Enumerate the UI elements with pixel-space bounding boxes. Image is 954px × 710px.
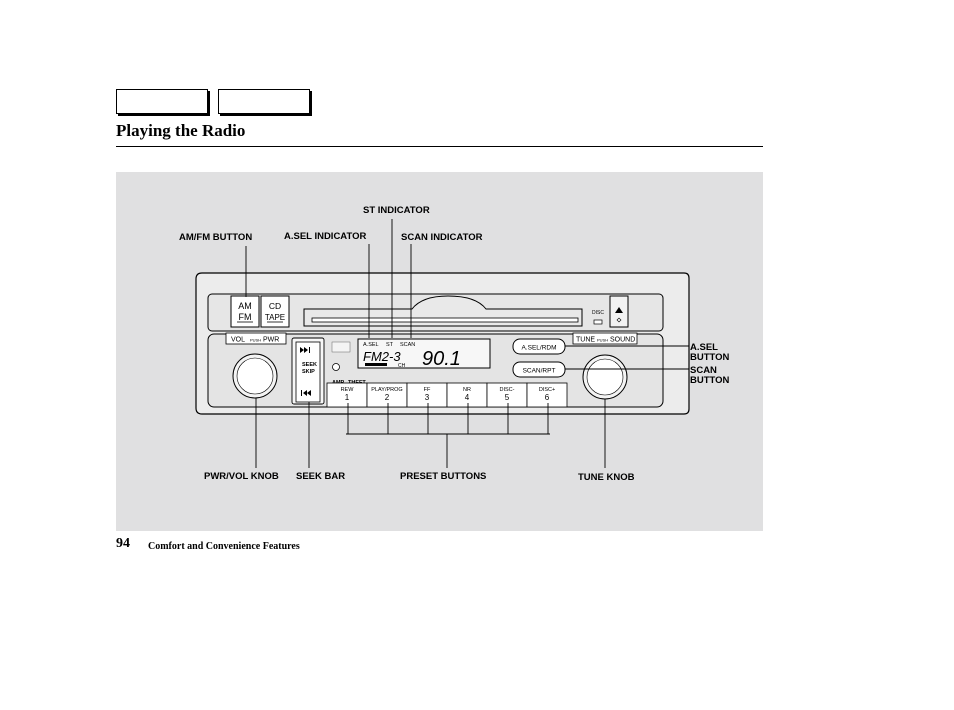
skip-label: SKIP — [302, 369, 315, 375]
scan-indicator: SCAN — [400, 342, 415, 348]
vol-label-box — [225, 332, 287, 345]
vol-label: VOL — [231, 337, 245, 344]
preset-number-3: 3 — [425, 393, 430, 402]
disc-label: DISC — [592, 310, 604, 316]
tune-sound-label: SOUND — [610, 337, 635, 344]
cd-slot — [311, 317, 579, 323]
callout-amfm-button: AM/FM BUTTON — [179, 232, 253, 243]
tune-label: TUNE — [576, 337, 595, 344]
nav-tab-box-1[interactable] — [116, 89, 208, 114]
signal-meter — [365, 363, 387, 366]
preset-button-6[interactable] — [526, 382, 568, 408]
seek-up-icon — [300, 347, 310, 353]
callout-asel-button-line1: A.SEL — [690, 342, 718, 353]
fm-label: FM — [239, 312, 252, 322]
badge-logo — [331, 341, 351, 353]
seek-down-icon — [301, 390, 311, 396]
preset-label-5: DISC- — [500, 387, 515, 393]
preset-button-1[interactable] — [326, 382, 368, 408]
preset-number-6: 6 — [545, 393, 550, 402]
asel-rdm-button[interactable] — [512, 338, 566, 355]
tune-label-box — [572, 332, 638, 345]
preset-number-5: 5 — [505, 393, 510, 402]
callout-scan-button-line1: SCAN — [690, 365, 717, 376]
callout-asel-indicator: A.SEL INDICATOR — [284, 231, 367, 242]
preset-label-2: PLAY/PROG — [371, 387, 402, 393]
preset-number-4: 4 — [465, 393, 470, 402]
preset-label-3: FF — [424, 387, 431, 393]
vol-push-label: PUSH — [250, 338, 261, 343]
radio-illustration: AM FM CD TAPE DISC VOL PUSH PWR SEEK SKI… — [195, 219, 690, 468]
asel-indicator: A.SEL — [363, 342, 379, 348]
amfm-button[interactable] — [230, 295, 260, 328]
theft-indicator-light — [332, 363, 340, 371]
callout-lines — [245, 219, 689, 468]
preset-button-5[interactable] — [486, 382, 528, 408]
scan-rpt-label: SCAN/RPT — [523, 368, 556, 375]
callout-scan-indicator: SCAN INDICATOR — [401, 232, 483, 243]
tape-label: TAPE — [265, 313, 285, 322]
preset-number-1: 1 — [345, 393, 350, 402]
page-number: 94 — [116, 536, 130, 551]
preset-callout-ticks — [347, 403, 549, 434]
tune-knob-inner — [586, 358, 624, 396]
title-divider — [116, 146, 763, 147]
callout-preset-buttons: PRESET BUTTONS — [400, 471, 487, 482]
callout-tune-knob: TUNE KNOB — [578, 472, 635, 483]
tune-push-label: PUSH — [597, 338, 608, 343]
st-indicator: ST — [386, 342, 394, 348]
radio-figure: AM FM CD TAPE DISC VOL PUSH PWR SEEK SKI… — [116, 172, 763, 531]
preset-button-3[interactable] — [406, 382, 448, 408]
disc-indicator — [593, 319, 603, 325]
vol-pwr-label: PWR — [263, 337, 279, 344]
callout-scan-button-line2: BUTTON — [690, 375, 730, 386]
preset-button-2[interactable] — [366, 382, 408, 408]
preset-label-1: REW — [341, 387, 355, 393]
pwr-vol-knob-inner — [236, 357, 274, 395]
page-title: Playing the Radio — [116, 121, 246, 140]
preset-button-4[interactable] — [446, 382, 488, 408]
ch-label: CH — [398, 363, 406, 369]
section-footer: Comfort and Convenience Features — [148, 541, 300, 552]
seek-label: SEEK — [302, 362, 317, 368]
preset-label-6: DISC+ — [539, 387, 555, 393]
callout-pwr-vol-knob: PWR/VOL KNOB — [204, 471, 279, 482]
preset-label-4: NR — [463, 387, 471, 393]
nav-tab-box-2[interactable] — [218, 89, 310, 114]
eject-icon — [615, 307, 623, 313]
asel-rdm-label: A.SEL/RDM — [521, 345, 556, 352]
frequency-display: 90.1 — [422, 348, 461, 370]
am-label: AM — [238, 301, 252, 311]
preset-number-2: 2 — [385, 393, 390, 402]
callout-asel-button-line2: BUTTON — [690, 352, 730, 363]
scan-rpt-button[interactable] — [512, 361, 566, 378]
callout-seek-bar: SEEK BAR — [296, 471, 346, 482]
eject-diamond-icon — [616, 317, 622, 323]
callout-st-indicator: ST INDICATOR — [363, 205, 430, 216]
cd-label: CD — [269, 301, 281, 311]
band-display: FM2-3 — [363, 349, 401, 364]
